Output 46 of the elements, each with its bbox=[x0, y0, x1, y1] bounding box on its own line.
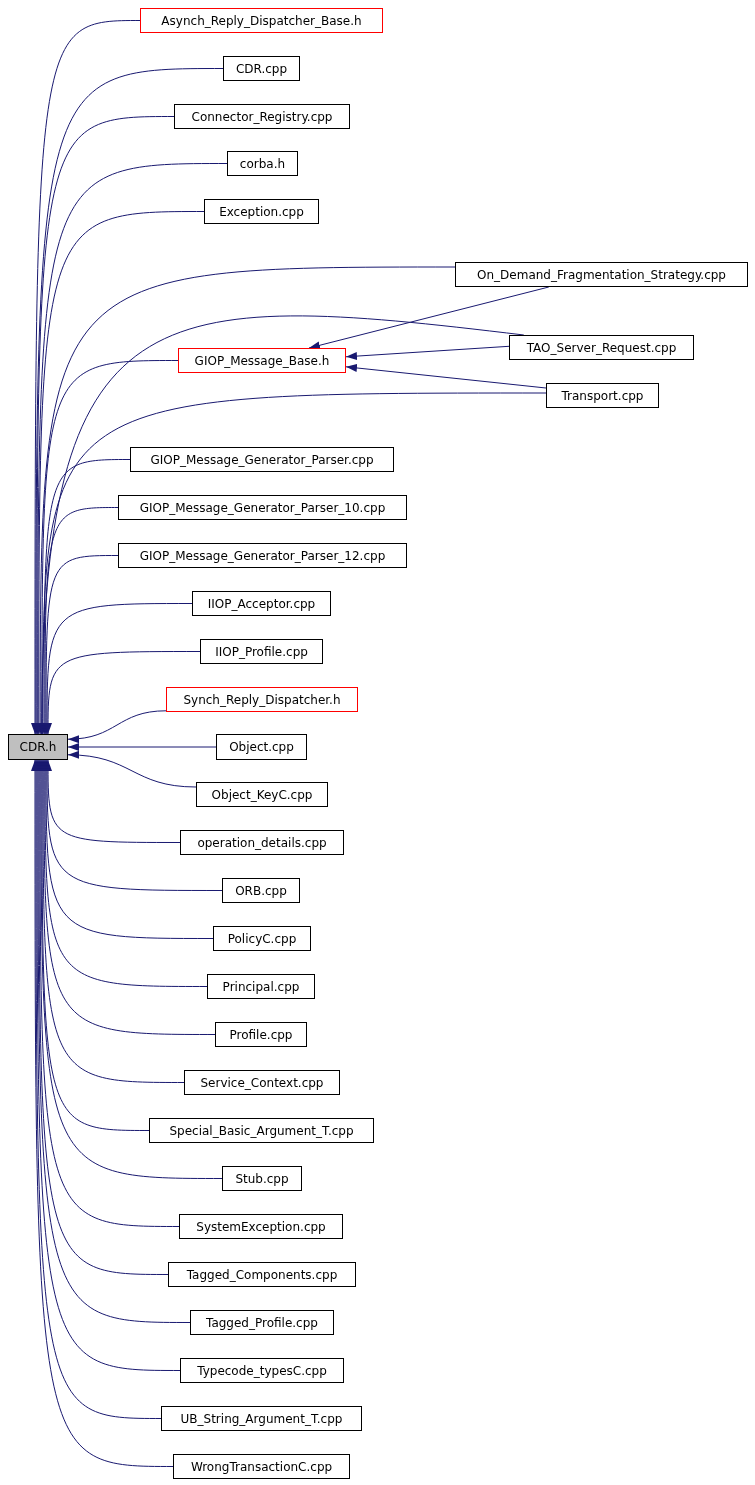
dependency-arrow bbox=[31, 20, 141, 735]
file-node: IIOP_Acceptor.cpp bbox=[192, 591, 331, 616]
dependency-arrow bbox=[42, 555, 119, 735]
file-node: SystemException.cpp bbox=[179, 1214, 343, 1239]
dependency-arrow bbox=[41, 507, 119, 735]
dependency-arrow bbox=[43, 603, 193, 735]
dependency-arrow bbox=[345, 364, 547, 389]
file-node: Transport.cpp bbox=[546, 383, 659, 408]
file-node: corba.h bbox=[227, 151, 298, 176]
dependency-arrow bbox=[40, 459, 131, 735]
file-node: Profile.cpp bbox=[215, 1022, 307, 1047]
dependency-arrow bbox=[67, 751, 197, 788]
dependency-arrow bbox=[308, 286, 550, 350]
file-node: Connector_Registry.cpp bbox=[174, 104, 350, 129]
dependency-arrow bbox=[345, 345, 510, 361]
file-node: WrongTransactionC.cpp bbox=[173, 1454, 350, 1479]
file-node: Tagged_Components.cpp bbox=[168, 1262, 356, 1287]
file-node: Service_Context.cpp bbox=[184, 1070, 340, 1095]
dependency-arrow bbox=[67, 743, 217, 751]
current-file-node: CDR.h bbox=[8, 734, 68, 760]
file-node: On_Demand_Fragmentation_Strategy.cpp bbox=[455, 262, 748, 287]
file-node: operation_details.cpp bbox=[180, 830, 344, 855]
file-node: GIOP_Message_Generator_Parser_12.cpp bbox=[118, 543, 407, 568]
file-node: Special_Basic_Argument_T.cpp bbox=[149, 1118, 374, 1143]
dependency-arrow bbox=[36, 266, 456, 735]
file-node: CDR.cpp bbox=[223, 56, 300, 81]
file-node: Asynch_Reply_Dispatcher_Base.h bbox=[140, 8, 383, 33]
file-node: PolicyC.cpp bbox=[213, 926, 311, 951]
file-node: Typecode_typesC.cpp bbox=[180, 1358, 344, 1383]
file-node: IIOP_Profile.cpp bbox=[200, 639, 323, 664]
file-node: GIOP_Message_Base.h bbox=[178, 348, 346, 373]
file-node: Object_KeyC.cpp bbox=[196, 782, 328, 807]
file-node: Stub.cpp bbox=[222, 1166, 302, 1191]
file-node: TAO_Server_Request.cpp bbox=[509, 335, 694, 360]
file-node: Exception.cpp bbox=[204, 199, 319, 224]
dependency-arrow bbox=[31, 759, 174, 1467]
file-node: Tagged_Profile.cpp bbox=[190, 1310, 334, 1335]
file-node: GIOP_Message_Generator_Parser.cpp bbox=[130, 447, 394, 472]
file-node: GIOP_Message_Generator_Parser_10.cpp bbox=[118, 495, 407, 520]
file-node: UB_String_Argument_T.cpp bbox=[161, 1406, 362, 1431]
dependency-arrow bbox=[44, 651, 201, 735]
dependency-arrow bbox=[67, 710, 167, 743]
file-node: Principal.cpp bbox=[207, 974, 315, 999]
file-node: ORB.cpp bbox=[222, 878, 300, 903]
file-node: Synch_Reply_Dispatcher.h bbox=[166, 687, 358, 712]
file-node: Object.cpp bbox=[216, 734, 307, 760]
